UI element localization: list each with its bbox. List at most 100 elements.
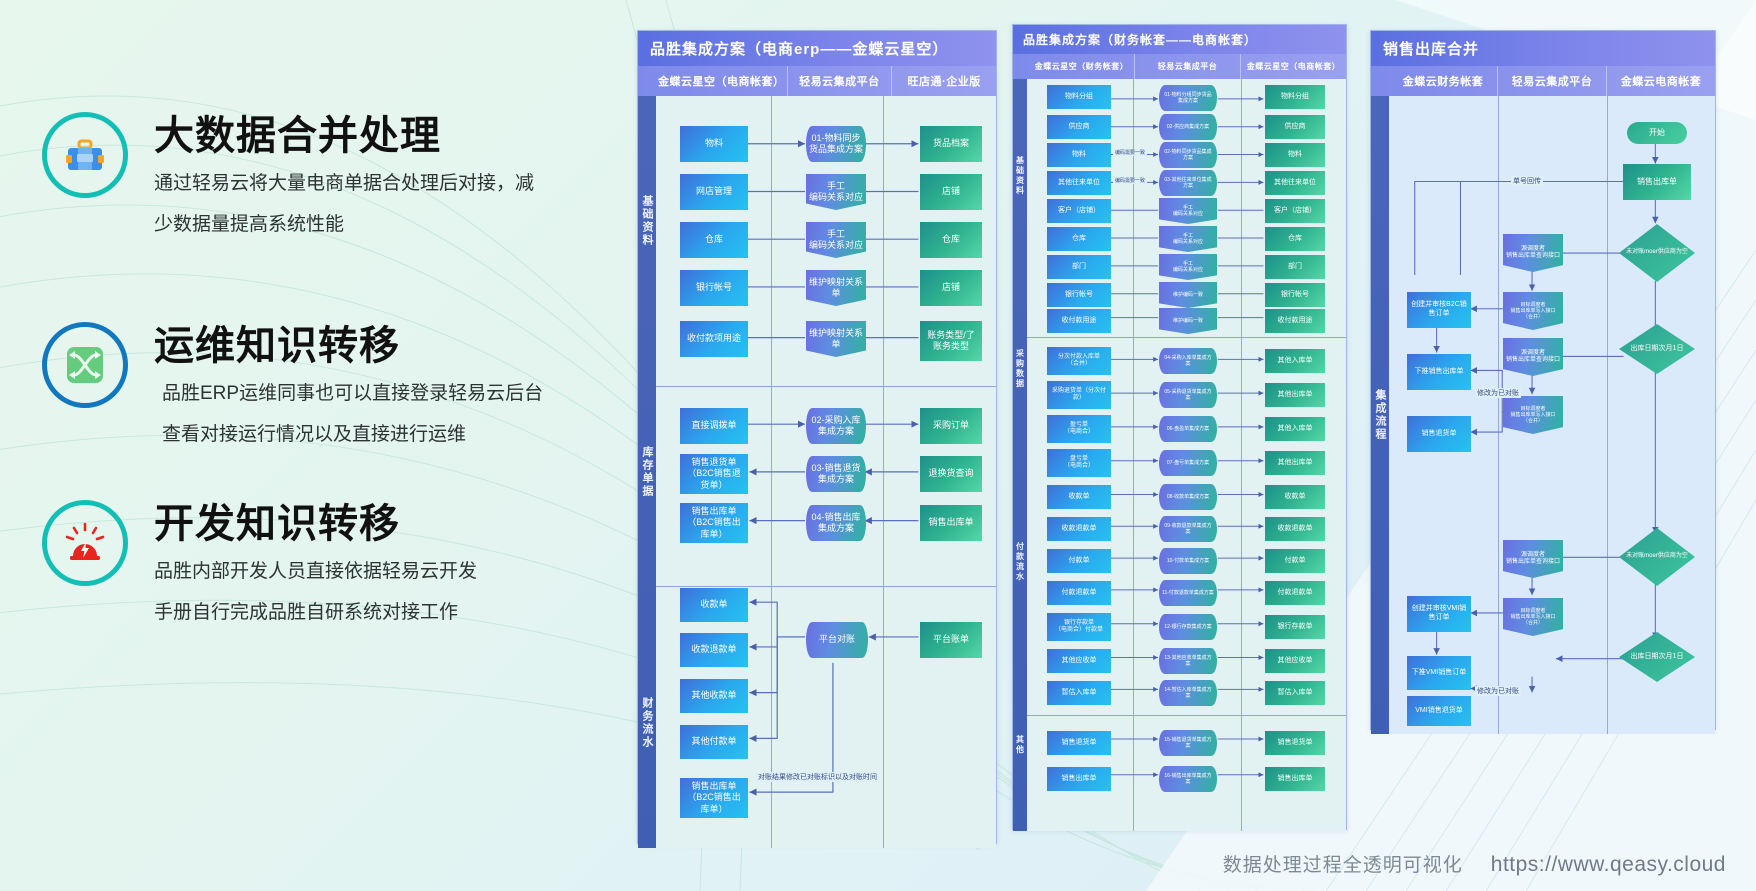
node-p2-r2-left[interactable]: 物料 [1047, 143, 1111, 167]
node-p2-r4-right[interactable]: 客户（店铺） [1265, 199, 1325, 223]
node-p2-r1-left[interactable]: 供应商 [1047, 115, 1111, 139]
node-p3-push-out[interactable]: 下推销售出库单 [1407, 354, 1471, 390]
node-p1-basic-2-left[interactable]: 仓库 [680, 222, 748, 258]
node-p3-create-b2c[interactable]: 创建并审核B2C销售订单 [1407, 292, 1471, 328]
node-p2-r6-mid[interactable]: 手工编码关系对应 [1159, 254, 1217, 280]
node-p3-src-3[interactable]: 源调度者销售出库单查询接口 [1503, 540, 1563, 578]
node-p1-basic-3-right[interactable]: 店铺 [920, 270, 982, 306]
node-p2-r7-mid[interactable]: 维护编码一致 [1159, 282, 1217, 308]
node-p2-r4-left[interactable]: 客户（店铺） [1047, 199, 1111, 223]
node-p1-fin-mid[interactable]: 平台对账 [806, 622, 868, 658]
node-p1-basic-2-right[interactable]: 仓库 [920, 222, 982, 258]
node-p3-decision-1[interactable]: 未对账moer供应商为空 [1619, 224, 1695, 282]
node-p2-s1-left[interactable]: 采购退货单（分次付款） [1047, 381, 1111, 409]
node-p2-s3-right[interactable]: 其他出库单 [1265, 451, 1325, 475]
node-p2-t1-left[interactable]: 销售出库单 [1047, 767, 1111, 791]
node-p2-s10-left[interactable]: 暂估入库单 [1047, 681, 1111, 705]
node-p2-s4-left[interactable]: 收款单 [1047, 485, 1111, 509]
node-p2-t0-mid[interactable]: 15-销售退货单集成方案 [1159, 730, 1217, 756]
node-p1-stock-1-left[interactable]: 销售退货单（B2C销售退货单） [680, 454, 748, 494]
node-p2-t0-left[interactable]: 销售退货单 [1047, 731, 1111, 755]
node-p2-r3-mid[interactable]: 03-其他往来单位集成方案 [1159, 170, 1217, 196]
node-p3-decision-4[interactable]: 出库日期次月1日 [1619, 632, 1695, 682]
node-p2-s7-left[interactable]: 付款退款单 [1047, 581, 1111, 605]
node-p3-sales-out[interactable]: 销售出库单 [1623, 164, 1691, 200]
node-p2-s3-left[interactable]: 盘亏单（电商合） [1047, 449, 1111, 477]
node-p3-tgt-1[interactable]: 目标调度者销售出库单写入接口（合并） [1503, 292, 1563, 330]
node-p2-r8-mid[interactable]: 维护编码一致 [1159, 308, 1217, 334]
node-p2-t0-right[interactable]: 销售退货单 [1265, 731, 1325, 755]
node-p1-basic-4-right[interactable]: 账务类型/了账务类型 [920, 321, 982, 361]
node-p1-basic-0-mid[interactable]: 01-物料同步货品集成方案 [806, 126, 866, 162]
node-p3-create-vmi[interactable]: 创建并审核VMI销售订单 [1407, 596, 1471, 632]
node-p2-s9-left[interactable]: 其他应收单 [1047, 649, 1111, 673]
node-p2-r4-mid[interactable]: 手工编码关系对应 [1159, 198, 1217, 224]
node-p2-t1-mid[interactable]: 16-销售出库单集成方案 [1159, 766, 1217, 792]
node-p2-r6-right[interactable]: 部门 [1265, 255, 1325, 279]
node-p2-r3-left[interactable]: 其他往来单位 [1047, 171, 1111, 195]
node-p2-s2-left[interactable]: 盈亏单（电商合） [1047, 415, 1111, 443]
node-p2-s8-right[interactable]: 银行存款单 [1265, 615, 1325, 639]
node-p3-start[interactable]: 开始 [1627, 122, 1687, 144]
node-p2-r5-mid[interactable]: 手工编码关系对应 [1159, 226, 1217, 252]
node-p1-stock-0-mid[interactable]: 02-采购入库集成方案 [806, 408, 866, 444]
node-p1-stock-0-right[interactable]: 采购订单 [920, 408, 982, 444]
node-p1-stock-0-left[interactable]: 直接调拨单 [680, 408, 748, 444]
node-p3-src-1[interactable]: 源调度者销售出库单查询接口 [1503, 234, 1563, 272]
node-p2-s0-mid[interactable]: 04-采购入库单集成方案 [1159, 348, 1217, 374]
node-p2-r6-left[interactable]: 部门 [1047, 255, 1111, 279]
node-p2-r5-right[interactable]: 仓库 [1265, 227, 1325, 251]
node-p3-tgt-2[interactable]: 目标调度者销售出库单写入接口（合并） [1503, 396, 1563, 434]
node-p2-s6-mid[interactable]: 10-付款单集成方案 [1159, 548, 1217, 574]
node-p2-s2-mid[interactable]: 06-盘盈单集成方案 [1159, 416, 1217, 442]
node-p2-s4-mid[interactable]: 08-收款单集成方案 [1159, 484, 1217, 510]
node-p1-fin-2[interactable]: 其他收款单 [680, 679, 748, 713]
node-p1-basic-2-mid[interactable]: 手工编码关系对应 [806, 222, 866, 258]
node-p1-basic-3-mid[interactable]: 维护映射关系单 [806, 270, 866, 306]
node-p2-t1-right[interactable]: 销售出库单 [1265, 767, 1325, 791]
node-p2-r7-right[interactable]: 银行帐号 [1265, 283, 1325, 307]
node-p3-decision-3[interactable]: 未对账moer供应商为空 [1619, 528, 1695, 586]
node-p3-src-2[interactable]: 源调度者销售出库单查询接口 [1503, 338, 1563, 376]
node-p2-s5-left[interactable]: 收款退款单 [1047, 517, 1111, 541]
node-p3-push-vmi[interactable]: 下推VMI销售订单 [1407, 656, 1471, 690]
node-p2-s5-mid[interactable]: 09-收款退款单集成方案 [1159, 516, 1217, 542]
node-p1-basic-4-mid[interactable]: 维护映射关系单 [806, 321, 866, 357]
node-p2-s2-right[interactable]: 其他入库单 [1265, 417, 1325, 441]
node-p2-r3-right[interactable]: 其他往来单位 [1265, 171, 1325, 195]
node-p2-s7-mid[interactable]: 11-付款退款单集成方案 [1159, 580, 1217, 606]
node-p2-s10-mid[interactable]: 14-暂估入库单集成方案 [1159, 680, 1217, 706]
node-p2-r0-left[interactable]: 物料分组 [1047, 85, 1111, 109]
node-p2-s9-mid[interactable]: 13-其他应收单集成方案 [1159, 648, 1217, 674]
node-p2-s8-mid[interactable]: 12-银行存款集成方案 [1159, 614, 1217, 640]
node-p2-r1-mid[interactable]: 02-供应商集成方案 [1159, 114, 1217, 140]
node-p2-s1-mid[interactable]: 05-采购退货单集成方案 [1159, 382, 1217, 408]
node-p2-r1-right[interactable]: 供应商 [1265, 115, 1325, 139]
node-p2-r5-left[interactable]: 仓库 [1047, 227, 1111, 251]
node-p2-s7-right[interactable]: 付款退款单 [1265, 581, 1325, 605]
node-p2-r8-right[interactable]: 收付款用途 [1265, 309, 1325, 333]
node-p1-stock-2-left[interactable]: 销售出库单（B2C销售出库单） [680, 503, 748, 543]
node-p2-r0-mid[interactable]: 01-物料分组同步货品集成方案 [1159, 85, 1217, 111]
node-p2-s4-right[interactable]: 收款单 [1265, 485, 1325, 509]
node-p2-r2-right[interactable]: 物料 [1265, 143, 1325, 167]
node-p1-basic-0-right[interactable]: 货品档案 [920, 126, 982, 162]
node-p1-basic-0-left[interactable]: 物料 [680, 126, 748, 162]
node-p1-fin-1[interactable]: 收款退款单 [680, 633, 748, 667]
node-p2-s5-right[interactable]: 收款退款单 [1265, 517, 1325, 541]
node-p2-s0-left[interactable]: 分次付款入库单（合并） [1047, 347, 1111, 375]
node-p1-stock-2-mid[interactable]: 04-销售出库集成方案 [806, 505, 866, 541]
node-p2-s0-right[interactable]: 其他入库单 [1265, 349, 1325, 373]
node-p3-return[interactable]: 销售退货单 [1407, 416, 1471, 452]
node-p1-basic-1-right[interactable]: 店铺 [920, 174, 982, 210]
footer-url[interactable]: https://www.qeasy.cloud [1490, 853, 1726, 876]
node-p1-stock-2-right[interactable]: 销售出库单 [920, 505, 982, 541]
node-p3-tgt-3[interactable]: 目标调度者销售出库单写入接口（合并） [1503, 598, 1563, 636]
node-p2-s8-left[interactable]: 银行存款单（电商合）付款单 [1047, 613, 1111, 641]
node-p2-s3-mid[interactable]: 07-盘亏单集成方案 [1159, 450, 1217, 476]
node-p1-fin-0[interactable]: 收款单 [680, 588, 748, 622]
node-p2-r7-left[interactable]: 银行帐号 [1047, 283, 1111, 307]
node-p1-basic-4-left[interactable]: 收付款项用途 [680, 321, 748, 357]
node-p1-basic-3-left[interactable]: 银行帐号 [680, 270, 748, 306]
node-p3-vmi-return[interactable]: VMI销售退货单 [1407, 696, 1471, 726]
